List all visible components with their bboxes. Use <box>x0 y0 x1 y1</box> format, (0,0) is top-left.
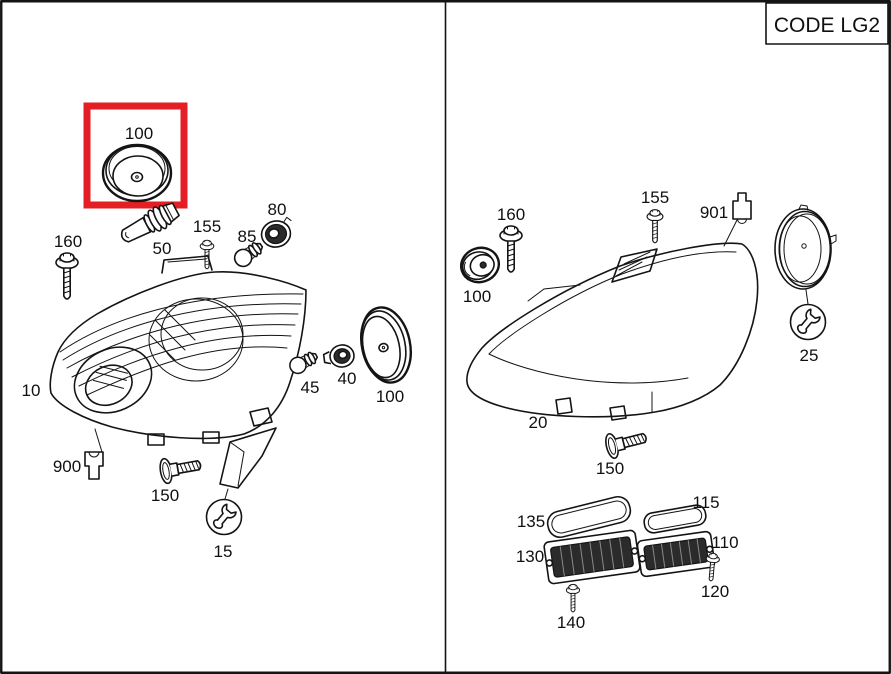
part-socket-80[interactable]: 80 <box>259 200 296 250</box>
screw-icon <box>646 209 664 244</box>
part-module-110[interactable]: 110 <box>636 530 739 578</box>
part-label-50[interactable]: 50 <box>153 239 172 258</box>
part-label-25[interactable]: 25 <box>800 346 819 365</box>
part-label-901[interactable]: 901 <box>700 203 728 222</box>
part-label-160[interactable]: 160 <box>497 205 525 224</box>
part-label-100[interactable]: 100 <box>125 124 153 143</box>
bolt-icon <box>602 424 650 461</box>
seal-ring-drawing <box>774 204 837 305</box>
part-label-100[interactable]: 100 <box>376 387 404 406</box>
control-module-icon <box>543 529 641 585</box>
part-clip-900[interactable]: 900 <box>53 451 104 480</box>
part-screw-160-left[interactable]: 160 <box>54 232 82 300</box>
code-box: CODE LG2 <box>765 2 889 45</box>
bolt-icon <box>157 451 204 486</box>
control-module-icon <box>636 530 716 578</box>
wrench-icon <box>205 498 243 536</box>
clip-icon <box>84 451 104 480</box>
part-label-150[interactable]: 150 <box>596 459 624 478</box>
leader-line <box>723 219 738 247</box>
part-screw-160-right[interactable]: 160 <box>497 205 525 273</box>
part-label-110[interactable]: 110 <box>711 533 738 552</box>
part-label-155[interactable]: 155 <box>641 188 669 207</box>
part-label-85[interactable]: 85 <box>238 227 257 246</box>
cap-icon <box>101 143 173 203</box>
screw-icon <box>565 583 581 613</box>
part-bulb-85[interactable]: 85 <box>230 227 267 271</box>
part-screw-155-left[interactable]: 155 <box>193 217 221 270</box>
part-label-10[interactable]: 10 <box>22 381 41 400</box>
part-socket-40[interactable]: 40 <box>322 343 357 388</box>
bulb-socket-icon <box>322 344 355 368</box>
part-label-150[interactable]: 150 <box>151 486 179 505</box>
part-label-140[interactable]: 140 <box>557 613 585 632</box>
part-gasket-115[interactable]: 115 <box>643 493 720 534</box>
part-gasket-135[interactable]: 135 <box>517 494 633 540</box>
part-screw-140[interactable]: 140 <box>557 583 585 632</box>
gasket-icon <box>643 504 707 534</box>
part-label-80[interactable]: 80 <box>268 200 287 219</box>
highlight-box <box>83 102 188 209</box>
headlamp-drawing <box>49 255 307 453</box>
gasket-icon <box>546 495 632 539</box>
part-label-100[interactable]: 100 <box>463 287 491 306</box>
part-label-155[interactable]: 155 <box>193 217 221 236</box>
part-label-160[interactable]: 160 <box>54 232 82 251</box>
headlamp-drawing <box>466 242 759 421</box>
cap-icon <box>360 306 412 384</box>
part-label-15[interactable]: 15 <box>214 542 233 561</box>
part-label-900[interactable]: 900 <box>53 457 81 476</box>
part-label-120[interactable]: 120 <box>701 582 729 601</box>
wrench-icon <box>789 303 827 341</box>
part-cap-100-left[interactable]: 100 <box>355 303 418 406</box>
part-headlamp-20[interactable]: 20 <box>466 242 759 432</box>
bulb-socket-icon <box>260 216 292 248</box>
part-label-45[interactable]: 45 <box>301 378 320 397</box>
bracket-drawing <box>219 427 277 500</box>
clip-icon <box>732 192 752 224</box>
screw-icon <box>199 239 215 270</box>
part-bulb-45[interactable]: 45 <box>286 347 321 397</box>
part-cap-100-right[interactable]: 100 <box>457 243 504 306</box>
screw-icon <box>55 252 79 300</box>
part-screw-120[interactable]: 120 <box>701 552 729 601</box>
part-headlamp-10[interactable]: 10 <box>22 255 307 453</box>
part-bolt-150-right[interactable]: 150 <box>596 424 650 478</box>
part-clip-901[interactable]: 901 <box>700 192 752 247</box>
part-label-135[interactable]: 135 <box>517 512 545 531</box>
part-label-20[interactable]: 20 <box>529 413 548 432</box>
bulb-icon <box>286 347 321 378</box>
part-screw-155-right[interactable]: 155 <box>641 188 669 244</box>
part-repair-kit-25[interactable]: 25 <box>774 204 837 365</box>
code-label: CODE LG2 <box>774 14 880 37</box>
part-label-115[interactable]: 115 <box>692 493 719 512</box>
part-label-40[interactable]: 40 <box>338 369 357 388</box>
part-repair-kit-15[interactable]: 15 <box>205 427 277 561</box>
part-bulb-50[interactable]: 50 <box>115 197 183 258</box>
part-bolt-150-left[interactable]: 150 <box>151 451 204 505</box>
screw-icon <box>499 225 523 273</box>
part-label-130[interactable]: 130 <box>516 547 544 566</box>
part-cap-100-highlighted[interactable]: 100 <box>83 102 188 209</box>
cap-icon <box>459 246 501 284</box>
part-module-130[interactable]: 130 <box>516 529 641 585</box>
